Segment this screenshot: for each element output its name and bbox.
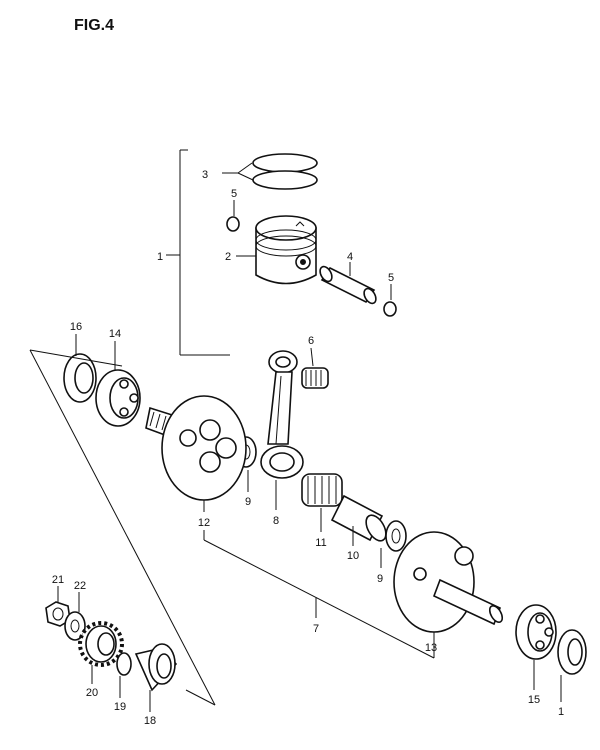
connecting-rod — [260, 350, 304, 510]
callout-13: 13 — [425, 642, 437, 654]
crank-nut — [45, 586, 71, 627]
piston-rings — [252, 153, 318, 190]
thrust-washer-right — [385, 520, 407, 552]
lock-washer — [64, 592, 86, 641]
circlip-upper — [226, 216, 240, 232]
crank-half-right — [393, 531, 504, 640]
crankshaft-assembly-bracket — [203, 530, 435, 659]
big-end-bearing — [301, 473, 343, 532]
callout-21: 21 — [52, 574, 64, 586]
oil-seal-left — [63, 334, 97, 403]
oil-seal-right — [557, 629, 587, 702]
callout-1-piston-assembly: 1 — [157, 251, 163, 263]
callout-1-seal: 1 — [558, 706, 564, 718]
callout-5-lower: 5 — [388, 272, 394, 284]
main-bearing-left — [95, 341, 141, 427]
spacer — [134, 643, 178, 712]
callout-19: 19 — [114, 701, 126, 713]
callout-12: 12 — [198, 517, 210, 529]
crank-half-left — [145, 395, 247, 512]
callout-20: 20 — [86, 687, 98, 699]
reference-lines — [29, 349, 216, 706]
crank-pin — [330, 494, 387, 546]
callout-14: 14 — [109, 328, 121, 340]
callout-6: 6 — [308, 335, 314, 347]
callout-11: 11 — [315, 537, 326, 549]
callout-15: 15 — [528, 694, 540, 706]
callout-16: 16 — [70, 321, 82, 333]
primary-gear — [78, 621, 124, 684]
callout-9-left: 9 — [245, 496, 251, 508]
callout-2: 2 — [225, 251, 231, 263]
circlip-lower — [383, 301, 397, 317]
callout-5-upper: 5 — [231, 188, 237, 200]
callout-4: 4 — [347, 251, 353, 263]
callout-8: 8 — [273, 515, 279, 527]
callout-10: 10 — [347, 550, 359, 562]
callout-7: 7 — [313, 623, 319, 635]
callout-3: 3 — [202, 169, 208, 181]
piston — [255, 215, 317, 285]
main-bearing-right — [515, 604, 557, 690]
callout-9-right: 9 — [377, 573, 383, 585]
piston-assembly-bracket — [166, 149, 230, 356]
figure-title: FIG.4 — [74, 17, 114, 34]
callout-22: 22 — [74, 580, 86, 592]
small-end-bearing — [301, 347, 329, 389]
callout-18: 18 — [144, 715, 156, 727]
callout-leader-3 — [222, 162, 254, 181]
o-ring — [116, 652, 132, 698]
piston-pin — [319, 265, 377, 305]
